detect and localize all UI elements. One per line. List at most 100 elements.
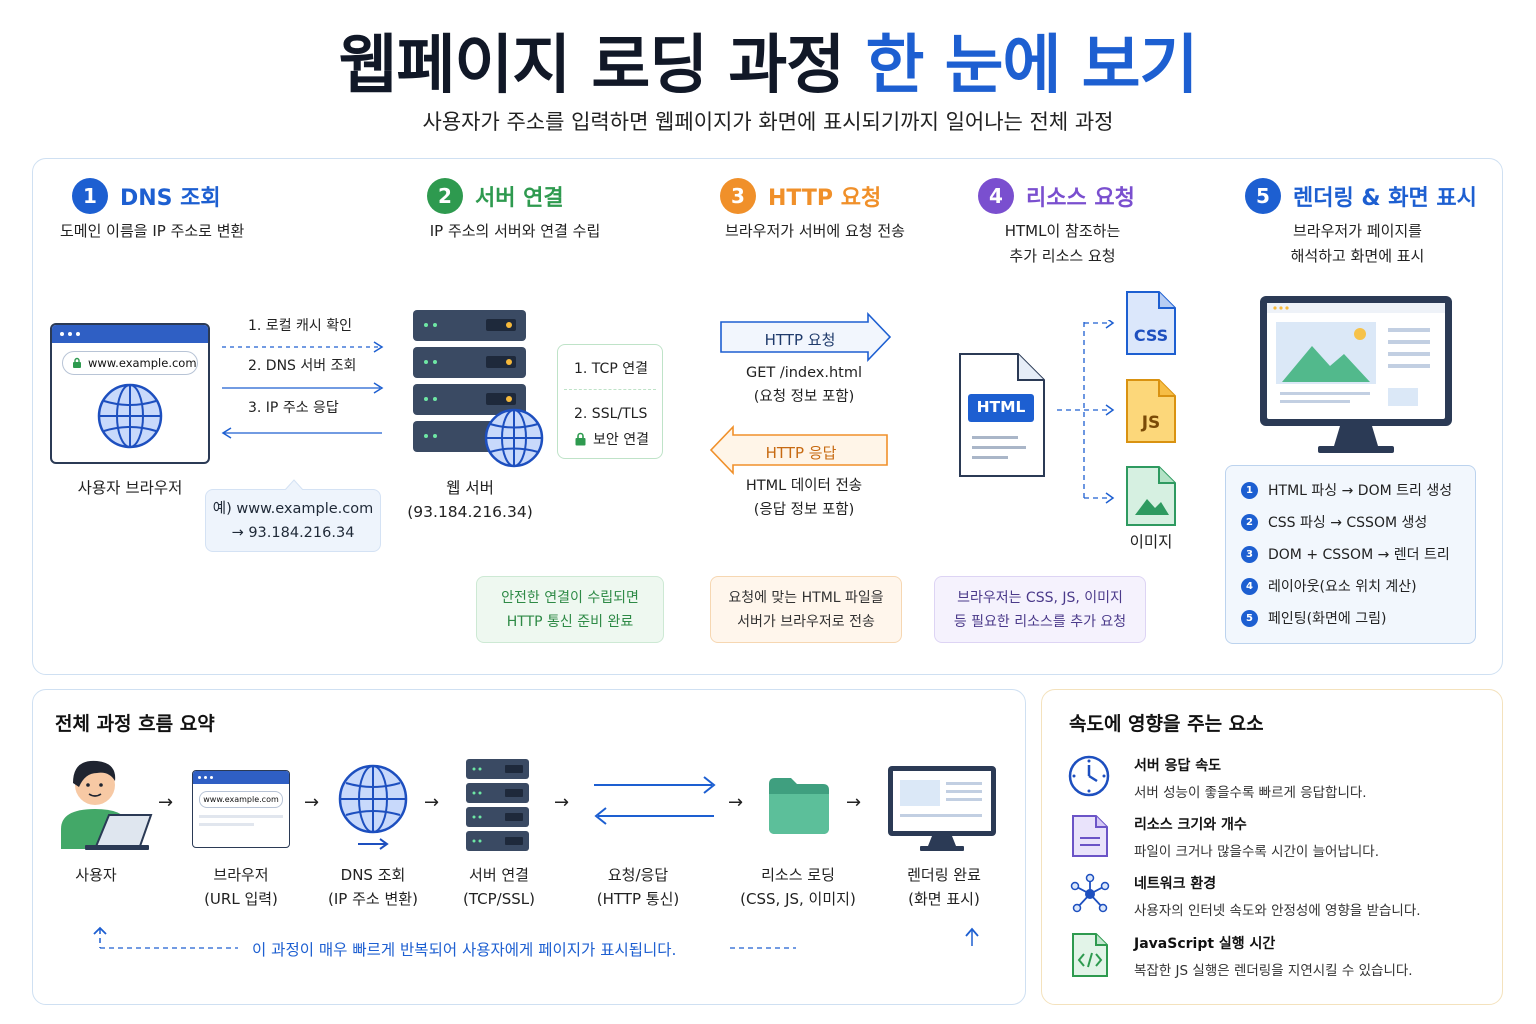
flow-label-http-line2: (HTTP 통신) [596, 890, 680, 908]
factor-network-title: 네트워크 환경 [1134, 876, 1217, 892]
web-server-name: 웹 서버 [446, 479, 494, 497]
step-2-title: 서버 연결 [475, 186, 564, 211]
step-2-number: 2 [427, 178, 463, 214]
flow-label-render-line1: 렌더링 완료 [907, 866, 981, 884]
flow-label-http-line1: 요청/응답 [607, 866, 669, 884]
user-browser-label: 사용자 브라우저 [77, 479, 183, 497]
factor-javascript-desc: 복잡한 JS 실행은 렌더링을 지연시킬 수 있습니다. [1134, 963, 1413, 979]
flow-label-user: 사용자 [46, 863, 146, 887]
callout-pointer [284, 479, 304, 490]
summary-title: 전체 과정 흐름 요약 [55, 713, 215, 735]
render-step-5: 5 페인팅(화면에 그림) [1241, 602, 1475, 634]
browser-address-bar: www.example.com [62, 351, 198, 375]
ssl-tls-label: 2. SSL/TLS [574, 406, 648, 422]
flow-label-resources-line2: (CSS, JS, 이미지) [740, 890, 856, 908]
flow-label-server-line1: 서버 연결 [469, 866, 529, 884]
flow-label-dns-line2: (IP 주소 변환) [328, 890, 418, 908]
loop-arrow-line [93, 926, 979, 949]
flow-label-server-line2: (TCP/SSL) [463, 890, 535, 908]
step-1-title: DNS 조회 [120, 186, 221, 211]
render-step-5-text: 페인팅(화면에 그림) [1268, 611, 1387, 627]
render-step-3-text: DOM + CSSOM → 렌더 트리 [1268, 547, 1450, 563]
page-title: 웹페이지 로딩 과정 한 눈에 보기 [0, 14, 1536, 106]
render-step-1-text: HTML 파싱 → DOM 트리 생성 [1268, 483, 1453, 499]
step-5-desc-line-1: 브라우저가 페이지를 [1293, 222, 1422, 240]
flow-arrow-icon: → [424, 792, 440, 813]
flow-label-user-line1: 사용자 [75, 866, 117, 884]
step-2-desc: IP 주소의 서버와 연결 수립 [405, 219, 625, 244]
step-2-header: 2 서버 연결 [427, 178, 564, 214]
factor-server-speed: 서버 응답 속도 서버 성능이 좋을수록 빠르게 응답합니다. [1134, 755, 1367, 801]
http-note-line-2: 서버가 브라우저로 전송 [737, 613, 875, 630]
request-response-arrows-icon [594, 776, 716, 825]
network-icon [1070, 873, 1110, 913]
flow-label-dns: DNS 조회(IP 주소 변환) [313, 863, 433, 911]
step-1-desc: 도메인 이름을 IP 주소로 변환 [60, 219, 280, 244]
title-main: 웹페이지 로딩 과정 [338, 29, 846, 103]
server-icon [413, 310, 544, 468]
dns-example-line-2: → 93.184.216.34 [231, 524, 355, 541]
step-5-title: 렌더링 & 화면 표시 [1293, 186, 1477, 211]
padlock-icon [575, 432, 586, 446]
mini-browser-address: www.example.com [199, 791, 283, 808]
globe-icon [97, 383, 163, 449]
html-document-icon [959, 353, 1045, 477]
connection-box: 1. TCP 연결 2. SSL/TLS 보안 연결 [557, 344, 663, 459]
flow-label-http: 요청/응답 (HTTP 통신) [583, 863, 693, 911]
web-server-ip: (93.184.216.34) [407, 503, 533, 521]
css-file-label: CSS [1133, 326, 1169, 345]
factor-resource-size-desc: 파일이 크거나 많을수록 시간이 늘어납니다. [1134, 844, 1380, 860]
document-icon [1072, 815, 1108, 857]
flow-label-resources-line1: 리소스 로딩 [761, 866, 835, 884]
flow-arrow-icon: → [728, 792, 744, 813]
loop-text: 이 과정이 매우 빠르게 반복되어 사용자에게 페이지가 표시됩니다. [252, 941, 677, 959]
user-laptop-icon [61, 760, 153, 850]
http-response-detail: HTML 데이터 전송 (응답 정보 포함) [720, 474, 888, 522]
factor-javascript-title: JavaScript 실행 시간 [1134, 936, 1276, 952]
browser-window-illustration: www.example.com [50, 323, 210, 464]
flow-label-render: 렌더링 완료(화면 표시) [889, 863, 999, 911]
step-1-desc-line: 도메인 이름을 IP 주소로 변환 [60, 222, 245, 240]
title-highlight: 한 눈에 보기 [865, 29, 1198, 103]
browser-titlebar [52, 325, 208, 343]
render-step-2-text: CSS 파싱 → CSSOM 생성 [1268, 515, 1428, 531]
connection-divider [564, 389, 656, 390]
step-2-desc-line: IP 주소의 서버와 연결 수립 [429, 222, 601, 240]
resources-note: 브라우저는 CSS, JS, 이미지 등 필요한 리소스를 추가 요청 [934, 576, 1146, 643]
factors-title: 속도에 영향을 주는 요소 [1069, 713, 1264, 735]
resource-branch-arrows [1057, 320, 1115, 504]
dns-arrow-label-2: 2. DNS 서버 조회 [248, 358, 357, 374]
dns-example-box: 예) www.example.com → 93.184.216.34 [205, 489, 381, 552]
step-4-title: 리소스 요청 [1026, 186, 1135, 211]
flow-label-browser-line1: 브라우저 [213, 866, 269, 884]
page-subtitle: 사용자가 주소를 입력하면 웹페이지가 화면에 표시되기까지 일어나는 전체 과… [422, 110, 1114, 134]
step-3-number: 3 [720, 178, 756, 214]
http-response-data: HTML 데이터 전송 [745, 478, 863, 494]
http-response-arrow [709, 425, 888, 475]
image-file-icon [1126, 466, 1176, 526]
factor-server-speed-title: 서버 응답 속도 [1134, 758, 1222, 774]
http-request-label: HTTP 요청 [764, 331, 836, 349]
step-4-desc-line-1: HTML이 참조하는 [1004, 222, 1121, 240]
factor-javascript: JavaScript 실행 시간 복잡한 JS 실행은 렌더링을 지연시킬 수 … [1134, 933, 1413, 979]
js-file-label: JS [1141, 413, 1161, 433]
flow-arrow-icon: → [304, 792, 320, 813]
dns-arrows [221, 341, 384, 439]
web-server-label: 웹 서버 (93.184.216.34) [395, 476, 545, 524]
render-step-5-num: 5 [1241, 609, 1258, 627]
render-step-4-text: 레이아웃(요소 위치 계산) [1268, 579, 1417, 595]
html-file-label: HTML [976, 398, 1026, 416]
clock-icon [1068, 755, 1110, 797]
step-5-header: 5 렌더링 & 화면 표시 [1245, 178, 1477, 214]
step-5-number: 5 [1245, 178, 1281, 214]
http-request-path: GET /index.html [745, 365, 863, 381]
http-response-info: (응답 정보 포함) [753, 502, 855, 518]
dns-arrow-label-3: 3. IP 주소 응답 [248, 400, 339, 416]
flow-label-browser-line2: (URL 입력) [204, 890, 278, 908]
css-file-icon [1126, 291, 1176, 355]
flow-label-resources: 리소스 로딩 (CSS, JS, 이미지) [733, 863, 863, 911]
http-response-label: HTTP 응답 [765, 444, 837, 462]
mini-monitor-icon [888, 766, 996, 851]
